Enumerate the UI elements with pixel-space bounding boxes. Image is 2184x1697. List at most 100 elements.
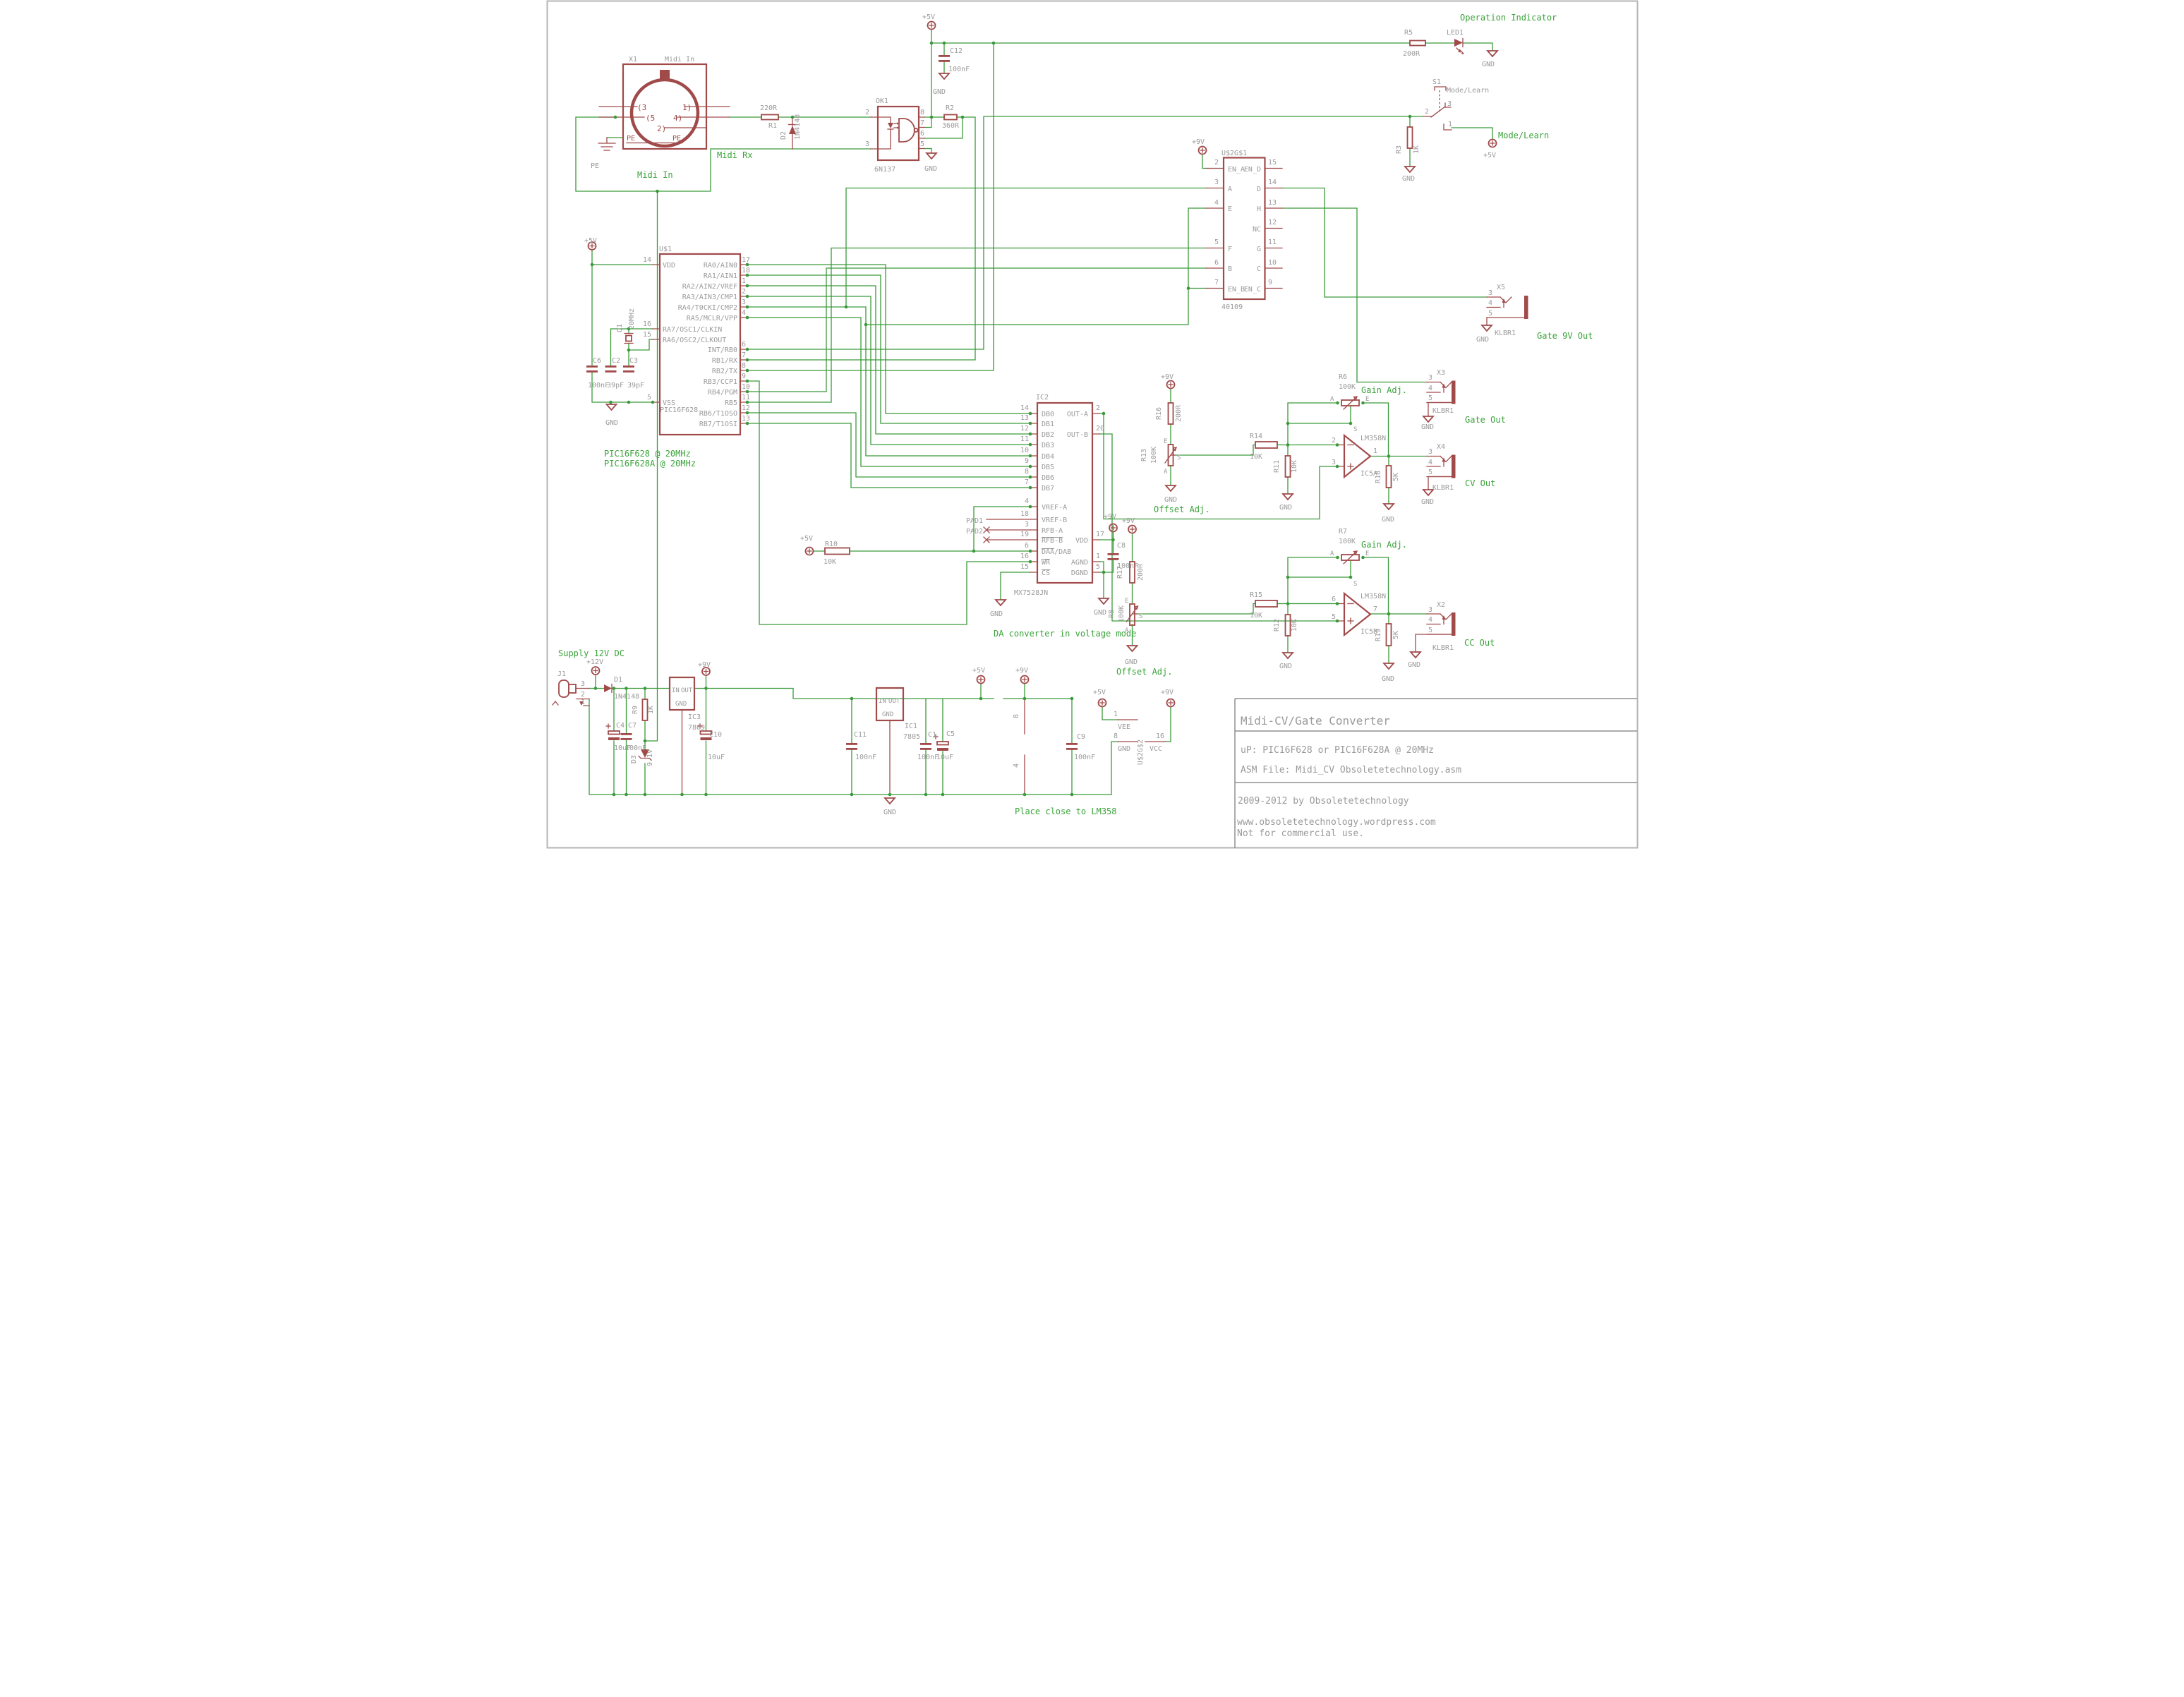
resistor-r18 — [1385, 465, 1392, 488]
schematic-text: C9 — [1077, 733, 1085, 741]
schematic-text: 360R — [942, 122, 960, 130]
schematic-text: 6 — [920, 130, 924, 138]
schematic-text: OUT — [681, 687, 693, 694]
schematic-text: RA6/OSC2/CLKOUT — [663, 337, 726, 344]
schematic-text: 1 — [1373, 447, 1377, 455]
schematic-text: EN_D — [1243, 166, 1260, 174]
schematic-text: 2 — [1214, 159, 1218, 167]
schematic-text: 2 — [1425, 108, 1429, 116]
schematic-text: 220R — [760, 104, 778, 112]
power-jack-ref: J1 — [557, 670, 566, 678]
schematic-text: 3 — [1428, 606, 1432, 614]
polarity-plus-marks — [605, 723, 939, 739]
schematic-text: DGND — [1070, 569, 1087, 577]
schematic-text: 17 — [742, 256, 750, 264]
schematic-text: WR — [1042, 559, 1051, 567]
schematic-text: AGND — [1070, 559, 1087, 567]
schematic-text: R18 — [1375, 471, 1382, 483]
schematic-text: GND — [882, 711, 893, 718]
schematic-text: 1N4148 — [614, 693, 639, 701]
schematic-text: 15 — [1268, 159, 1277, 167]
schematic-text: R17 — [1116, 566, 1124, 579]
schematic-text: B — [1228, 265, 1232, 273]
opto-ref: OK1 — [876, 97, 888, 105]
schematic-text: GND — [924, 165, 937, 173]
schematic-text: RA0/AIN0 — [703, 262, 737, 270]
schematic-text: GND — [1382, 516, 1394, 524]
schematic-text: 5K — [1392, 473, 1400, 481]
schematic-text: E — [1365, 550, 1369, 557]
net-label-mode-learn: Mode/Learn — [1498, 131, 1549, 140]
schematic-text: NC — [1252, 226, 1260, 234]
net-label-cc-out: CC Out — [1464, 638, 1495, 648]
schematic-text: GND — [1408, 661, 1420, 669]
pot-r6 — [1340, 399, 1360, 406]
schematic-text: +5V — [922, 13, 935, 21]
schematic-text: 6 — [1214, 259, 1218, 267]
schematic-text: C8 — [1117, 542, 1126, 550]
note-mcu-1: PIC16F628 @ 20MHz — [604, 449, 691, 459]
schematic-text: OUT-B — [1066, 431, 1087, 439]
schematic-text: RB3/CCP1 — [703, 378, 737, 386]
schematic-text: S — [1139, 613, 1142, 620]
schematic-text: R16 — [1155, 407, 1163, 420]
schematic-text: C4 — [616, 722, 625, 730]
schematic-text: +5V — [972, 667, 985, 675]
schematic-text: 3 — [1447, 100, 1452, 108]
schematic-text: GND — [1482, 61, 1495, 68]
note-offset-b: Offset Adj. — [1116, 667, 1172, 677]
inverting-network-a — [1254, 441, 1392, 488]
schematic-text: 100K — [1150, 447, 1158, 464]
schematic-text: 10uF — [614, 744, 631, 752]
reg5-ref: IC1 — [905, 723, 917, 730]
schematic-text: 1N4148 — [794, 114, 802, 140]
schematic-text: DB2 — [1042, 431, 1054, 439]
schematic-text: VEE — [1118, 723, 1130, 731]
schematic-text: GND — [1279, 504, 1292, 512]
schematic-text: R8 — [1108, 610, 1116, 618]
schematic-text: 6 — [1331, 596, 1335, 603]
schematic-text: DB3 — [1042, 442, 1054, 449]
regulator-7805 — [875, 687, 904, 795]
inverting-network-b — [1254, 600, 1392, 646]
schematic-text: GND — [1118, 745, 1130, 753]
schematic-text: 7 — [1214, 279, 1218, 286]
opamp-b-ref: IC5B — [1361, 628, 1377, 636]
schematic-text: 8 — [1013, 714, 1020, 718]
schematic-text: 100K — [1339, 383, 1356, 391]
schematic-text: RB5 — [724, 399, 737, 407]
schematic-text: 7 — [1024, 478, 1028, 486]
gain-network-b — [1340, 550, 1360, 564]
schematic-text: DB6 — [1042, 474, 1054, 482]
title-block — [1233, 698, 1637, 848]
schematic-text: GND — [990, 610, 1003, 618]
section-operation-indicator: Operation Indicator — [1460, 13, 1557, 23]
reg5-part: 7805 — [903, 733, 920, 741]
mcu-pic16f628 — [651, 253, 748, 436]
cap-c9 — [1066, 743, 1078, 750]
cap-c7 — [620, 733, 632, 740]
note-gain-a: Gain Adj. — [1361, 385, 1407, 395]
schematic-text: C12 — [950, 47, 963, 55]
schematic-text: 13 — [742, 415, 750, 423]
schematic-text: 1 — [581, 699, 585, 706]
schematic-text: 1K — [647, 706, 655, 714]
schematic-text: 100nF — [588, 382, 609, 389]
r2-pullup — [943, 114, 958, 121]
level-shifter-ref: U$2G$1 — [1221, 150, 1247, 157]
schematic-text: 5 — [1428, 627, 1432, 634]
midi-connector-ref: X1 — [629, 56, 637, 64]
schematic-text: IN — [879, 698, 886, 705]
schematic-text: R19 — [1375, 629, 1382, 641]
schematic-text: KLBR1 — [1432, 484, 1454, 492]
schematic-text: VDD — [663, 262, 675, 270]
schematic-text: DB1 — [1042, 421, 1054, 428]
schematic-text: 10K — [823, 558, 836, 566]
schematic-text: 7 — [1373, 605, 1377, 613]
schematic-text: 39pF — [627, 382, 644, 389]
cap-c5 — [936, 741, 949, 751]
schematic-text: RA4/T0CKI/CMP2 — [677, 304, 737, 312]
schematic-text: R3 — [1395, 145, 1403, 154]
schematic-text: 17 — [1096, 531, 1104, 538]
schematic-text: 4 — [1428, 385, 1432, 392]
